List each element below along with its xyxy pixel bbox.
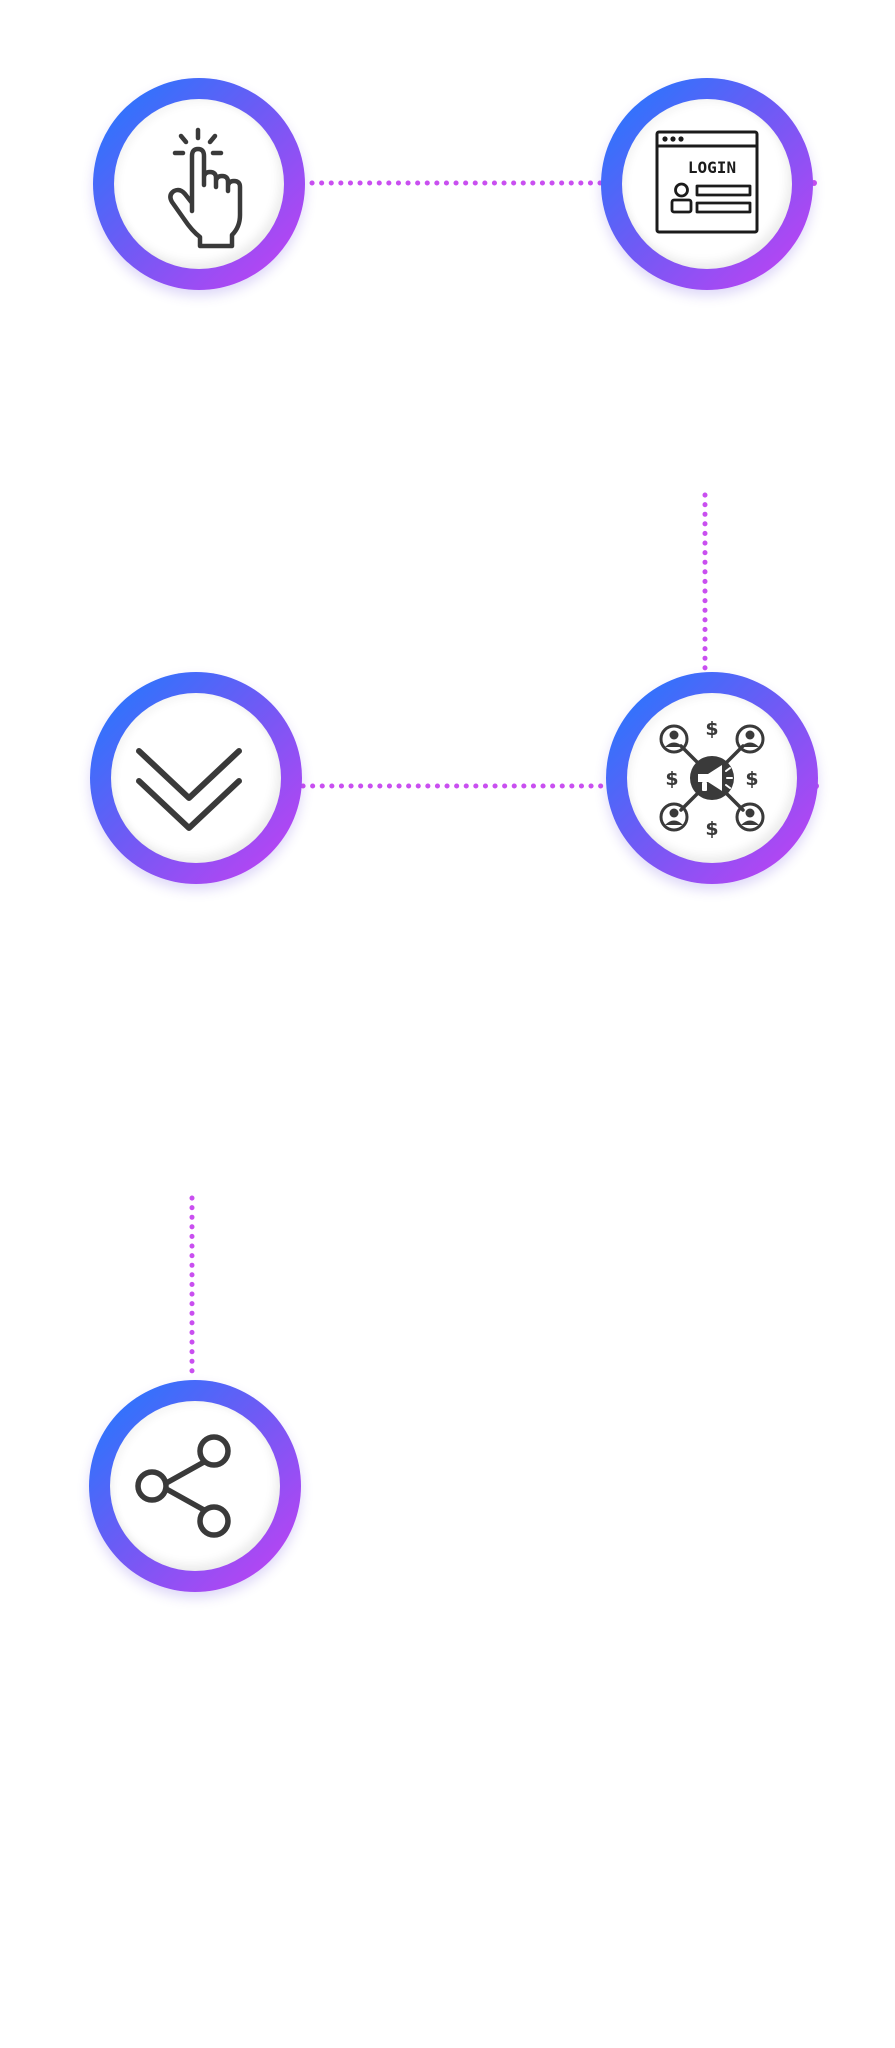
affiliate-marketing-megaphone-icon: $ $ $ $	[659, 718, 765, 840]
node-downloads	[90, 672, 302, 884]
svg-text:$: $	[705, 718, 718, 740]
node-click	[93, 78, 305, 290]
node-marketing-inner: $ $ $ $	[627, 693, 797, 863]
svg-text:$: $	[665, 768, 678, 790]
svg-text:$: $	[705, 818, 718, 840]
login-window-icon: LOGIN	[655, 130, 759, 234]
node-share-inner	[110, 1401, 280, 1571]
node-click-inner	[114, 99, 284, 269]
hand-pointer-icon	[168, 127, 243, 249]
svg-text:$: $	[745, 768, 758, 790]
login-label: LOGIN	[688, 158, 736, 177]
node-login: LOGIN	[601, 78, 813, 290]
node-marketing: $ $ $ $	[606, 672, 818, 884]
node-login-inner: LOGIN	[622, 99, 792, 269]
node-downloads-inner	[111, 693, 281, 863]
share-icon	[135, 1434, 231, 1538]
node-share	[89, 1380, 301, 1592]
double-chevron-down-icon	[136, 748, 242, 831]
